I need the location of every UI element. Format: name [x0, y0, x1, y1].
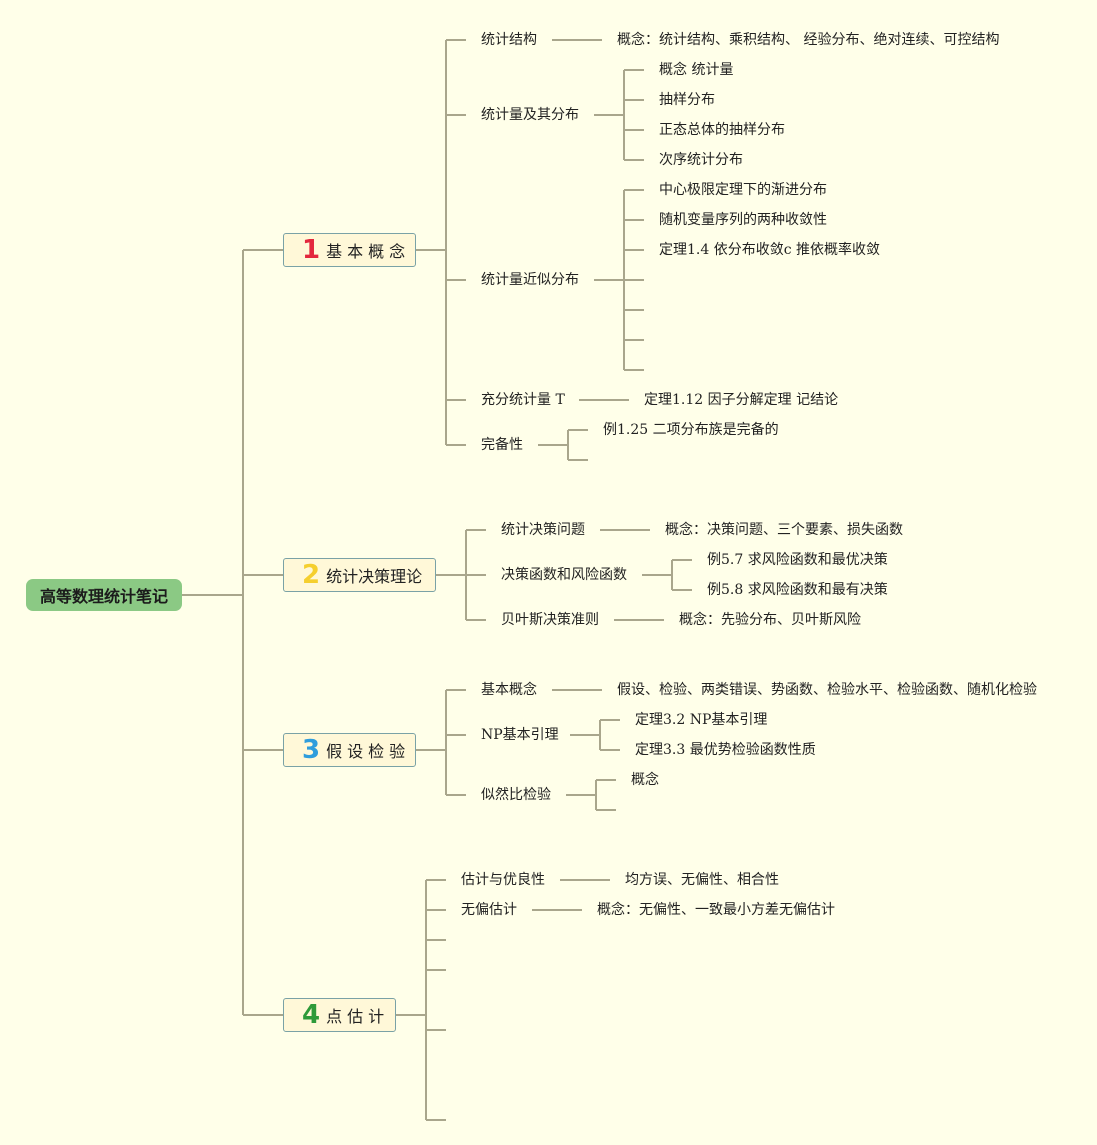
- branch-number-1: 1: [302, 235, 321, 265]
- leaf-theorem-1-4[interactable]: 定理1.4 依分布收敛c 推依概率收敛: [659, 242, 881, 258]
- branch-decision-theory[interactable]: 2 统计决策理论: [283, 558, 436, 592]
- detail-estimation-optimality[interactable]: 均方误、无偏性、相合性: [625, 872, 779, 888]
- topic-statistic-distribution[interactable]: 统计量及其分布: [481, 107, 579, 123]
- leaf-example-5-8[interactable]: 例5.8 求风险函数和最有决策: [707, 582, 888, 598]
- topic-risk-function[interactable]: 决策函数和风险函数: [501, 567, 627, 583]
- leaf-clt-asymptotic[interactable]: 中心极限定理下的渐进分布: [659, 182, 827, 198]
- topic-decision-problem[interactable]: 统计决策问题: [501, 522, 585, 538]
- leaf-normal-sampling[interactable]: 正态总体的抽样分布: [659, 122, 785, 138]
- connector-b3-spine: [416, 689, 466, 796]
- branch-label: 统计决策理论: [326, 567, 423, 586]
- connector-b3-s2: [570, 719, 620, 751]
- branch-label: 基本概念: [326, 242, 411, 261]
- topic-completeness[interactable]: 完备性: [481, 437, 523, 453]
- leaf-statistic-concept[interactable]: 概念 统计量: [659, 62, 734, 78]
- root-node[interactable]: 高等数理统计笔记: [26, 579, 182, 611]
- topic-estimation-optimality[interactable]: 估计与优良性: [461, 872, 545, 888]
- connector-root-spine: [182, 249, 283, 1016]
- connector-b2-spine: [436, 529, 486, 621]
- detail-bayes-rule[interactable]: 概念：先验分布、贝叶斯风险: [679, 612, 861, 628]
- detail-factorization-theorem[interactable]: 定理1.12 因子分解定理 记结论: [644, 392, 839, 408]
- topic-testing-basics[interactable]: 基本概念: [481, 682, 537, 698]
- leaf-theorem-3-3[interactable]: 定理3.3 最优势检验函数性质: [635, 742, 816, 758]
- connector-b3-s3: [566, 779, 616, 811]
- root-label: 高等数理统计笔记: [39, 587, 168, 606]
- connector-b1-s5: [538, 429, 588, 461]
- branch-basic-concepts[interactable]: 1 基本概念: [283, 233, 416, 267]
- leaf-theorem-3-2[interactable]: 定理3.2 NP基本引理: [635, 712, 768, 728]
- topic-unbiased-estimation[interactable]: 无偏估计: [461, 902, 517, 918]
- detail-testing-basics[interactable]: 假设、检验、两类错误、势函数、检验水平、检验函数、随机化检验: [617, 682, 1037, 698]
- connector-b1-spine: [416, 39, 466, 446]
- branch-number-3: 3: [302, 735, 321, 765]
- connector-b1-s3: [594, 189, 644, 371]
- leaf-lr-concept[interactable]: 概念: [631, 772, 659, 788]
- branch-number-4: 4: [302, 1000, 321, 1030]
- detail-unbiased-estimation[interactable]: 概念：无偏性、一致最小方差无偏估计: [597, 902, 835, 918]
- branch-label: 假设检验: [326, 742, 411, 761]
- leaf-order-statistics[interactable]: 次序统计分布: [659, 152, 743, 168]
- connector-b2-s2: [642, 559, 692, 591]
- leaf-example-1-25[interactable]: 例1.25 二项分布族是完备的: [603, 422, 779, 438]
- branch-label: 点估计: [326, 1007, 390, 1026]
- detail-statistical-structure[interactable]: 概念：统计结构、乘积结构、 经验分布、绝对连续、可控结构: [617, 32, 1000, 48]
- leaf-sampling-distribution[interactable]: 抽样分布: [659, 92, 715, 108]
- branch-point-estimation[interactable]: 4 点估计: [283, 998, 396, 1032]
- detail-decision-problem[interactable]: 概念：决策问题、三个要素、损失函数: [665, 522, 903, 538]
- leaf-example-5-7[interactable]: 例5.7 求风险函数和最优决策: [707, 552, 888, 568]
- connector-b1-s2: [594, 69, 644, 161]
- topic-np-lemma[interactable]: NP基本引理: [481, 727, 559, 743]
- topic-sufficient-statistic[interactable]: 充分统计量 T: [481, 392, 565, 408]
- branch-number-2: 2: [302, 560, 321, 590]
- topic-bayes-rule[interactable]: 贝叶斯决策准则: [501, 612, 599, 628]
- topic-approximate-distribution[interactable]: 统计量近似分布: [481, 272, 579, 288]
- topic-likelihood-ratio[interactable]: 似然比检验: [481, 787, 551, 803]
- leaf-convergence-types[interactable]: 随机变量序列的两种收敛性: [659, 212, 827, 228]
- topic-statistical-structure[interactable]: 统计结构: [481, 32, 537, 48]
- branch-hypothesis-testing[interactable]: 3 假设检验: [283, 733, 416, 767]
- connector-b4-spine: [396, 879, 446, 1121]
